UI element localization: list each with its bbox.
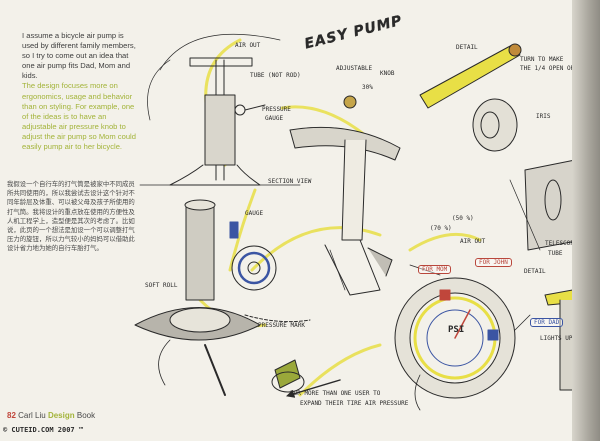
label-section-view: SECTION VIEW <box>268 178 312 185</box>
label-adjustable: ADJUSTABLE <box>336 65 373 72</box>
telescope-parts-sketch <box>419 43 583 251</box>
intro-text: I assume a bicycle air pump is used by d… <box>22 31 140 152</box>
label-turn-2: THE 1/4 OPEN OR 2 <box>520 65 582 72</box>
small-block-sketch <box>271 359 305 393</box>
label-bottom-1: FOR MORE THAN ONE USER TO <box>290 390 381 397</box>
label-iris: IRIS <box>536 113 551 120</box>
t-handle-pump-sketch <box>289 95 401 296</box>
label-soft-roll: SOFT ROLL <box>145 282 178 289</box>
label-70pct: (70 %) <box>430 225 452 232</box>
label-detail-top: DETAIL <box>456 44 478 51</box>
label-turn-1: TURN TO MAKE <box>520 56 564 63</box>
intro-chinese: 我假设一个自行车的打气筒是被家中不同成员所共同使用的，所以我尝试去设计这个针对不… <box>7 181 135 253</box>
label-pressure-gauge-1: PRESSURE <box>262 106 291 113</box>
label-pressure-mark: PRESSURE MARK <box>258 322 305 329</box>
intro-english-1: I assume a bicycle air pump is used by d… <box>22 31 136 81</box>
label-air-out-mid: AIR OUT <box>460 238 486 245</box>
site-watermark: © CUTEID.COM 2007 ™ <box>3 426 84 434</box>
tag-for-john: FOR JOHN <box>475 258 512 267</box>
label-air-out-top: AIR OUT <box>235 42 261 49</box>
intro-english-2: The design focuses more on ergonomics, u… <box>22 81 136 152</box>
book-end-word: Book <box>76 411 96 420</box>
tag-for-dad: FOR DAD <box>530 318 564 327</box>
label-telescope-2: TUBE <box>548 250 563 257</box>
book-design-word: Design <box>47 411 75 420</box>
page-folio: 82 Carl Liu Design Book <box>7 411 95 420</box>
label-30pct: 30% <box>362 84 373 91</box>
label-pressure-gauge-2: GAUGE <box>265 115 284 122</box>
gauge-disc-sketch <box>229 221 277 291</box>
label-knob: KNOB <box>380 70 395 77</box>
label-50pct: (50 %) <box>452 215 474 222</box>
label-psi: PSI <box>448 325 465 335</box>
book-author: Carl Liu <box>18 411 46 420</box>
floor-pump-sketch <box>139 57 301 186</box>
book-spine-shadow <box>572 0 600 441</box>
tag-for-mom: FOR MOM <box>418 265 452 274</box>
label-gauge: GAUGE <box>245 210 264 217</box>
label-tube: TUBE (NOT ROD) <box>250 72 301 79</box>
page-number: 82 <box>7 411 16 420</box>
round-gauge-sketch <box>394 277 516 411</box>
pump-with-base-sketch <box>134 199 261 396</box>
label-bottom-2: EXPAND THEIR TIRE AIR PRESSURE <box>300 400 409 407</box>
label-detail-mid: DETAIL <box>524 268 546 275</box>
label-lights-up: LIGHTS UP <box>540 335 573 342</box>
label-telescope-1: TELESCOP <box>545 240 574 247</box>
